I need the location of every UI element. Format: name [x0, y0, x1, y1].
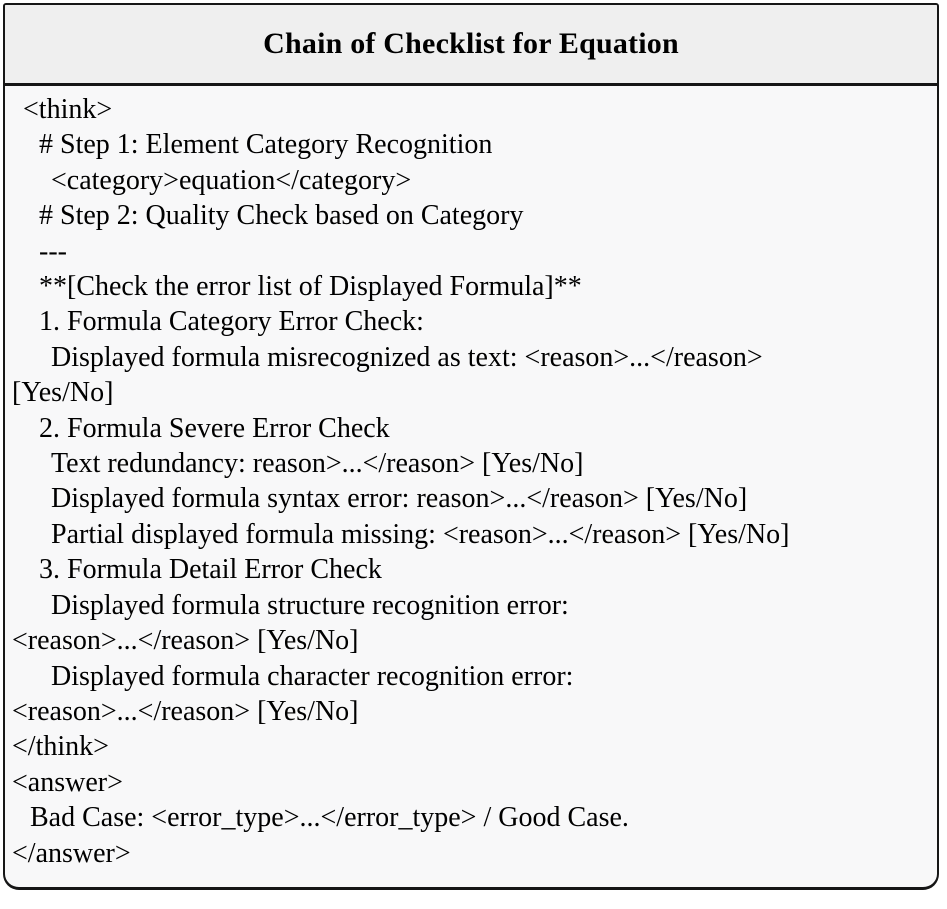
body-line: Displayed formula misrecognized as text:… [51, 341, 763, 373]
body-line: Text redundancy: reason>...</reason> [Ye… [51, 448, 584, 480]
body-line: Partial displayed formula missing: <reas… [51, 518, 790, 550]
body-line: <reason>...</reason> [Yes/No] [12, 625, 359, 657]
panel-body: <think> # Step 1: Element Category Recogn… [5, 86, 937, 871]
panel-header: Chain of Checklist for Equation [5, 5, 937, 86]
body-line: Bad Case: <error_type>...</error_type> /… [30, 802, 629, 834]
body-line: <category>equation</category> [51, 164, 412, 196]
body-line: <reason>...</reason> [Yes/No] [12, 695, 359, 727]
body-line: <think> [23, 94, 113, 125]
body-line: # Step 1: Element Category Recognition [39, 129, 493, 161]
body-line: 2. Formula Severe Error Check [39, 412, 390, 444]
body-line: Displayed formula character recognition … [51, 660, 574, 692]
body-line: Displayed formula structure recognition … [51, 589, 569, 621]
body-line: </think> [12, 731, 109, 763]
body-line: 3. Formula Detail Error Check [39, 554, 382, 586]
body-line: [Yes/No] [12, 377, 114, 409]
body-line: Displayed formula syntax error: reason>.… [51, 483, 748, 515]
body-line: # Step 2: Quality Check based on Categor… [39, 200, 524, 232]
body-line: <answer> [12, 766, 123, 798]
body-line: **[Check the error list of Displayed For… [39, 271, 582, 303]
panel-title: Chain of Checklist for Equation [263, 27, 679, 60]
checklist-panel: Chain of Checklist for Equation <think> #… [3, 3, 939, 890]
body-line: 1. Formula Category Error Check: [39, 306, 424, 338]
body-line: </answer> [12, 837, 131, 869]
body-line: --- [39, 235, 67, 267]
